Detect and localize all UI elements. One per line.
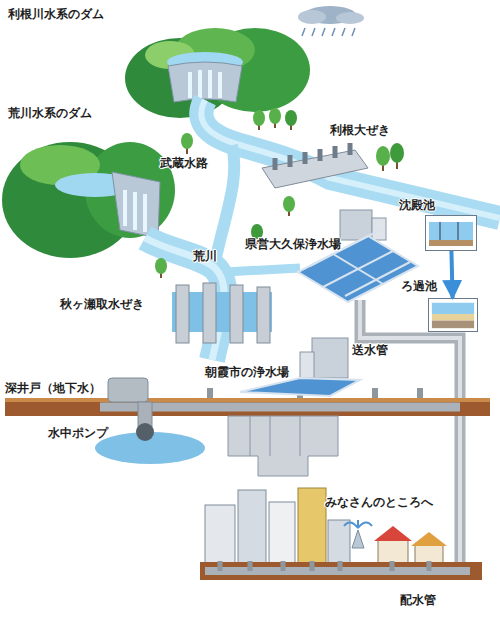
cloud	[298, 10, 326, 24]
cloud	[336, 12, 364, 24]
house-roof	[374, 526, 412, 541]
baffle	[440, 222, 458, 240]
inset-picture	[426, 216, 476, 250]
weir-pillar	[230, 285, 243, 343]
intake-channel	[225, 268, 300, 272]
house	[415, 545, 443, 563]
flow-arrow	[451, 251, 452, 298]
tree	[155, 258, 167, 274]
weir-pillar	[275, 143, 350, 170]
tank-divider	[250, 416, 300, 456]
sediment	[429, 240, 473, 246]
tone-weir	[262, 150, 368, 188]
house	[378, 540, 408, 563]
building	[298, 488, 326, 563]
tree	[253, 110, 265, 126]
ground	[5, 398, 490, 416]
fountain-water	[344, 520, 372, 528]
part-label: 送水管	[352, 342, 388, 359]
building	[328, 520, 350, 563]
river-highlight	[201, 100, 500, 218]
tree	[285, 110, 297, 126]
inset-heading: 沈殿池	[399, 197, 435, 214]
building	[238, 490, 266, 563]
house-roof	[411, 532, 447, 546]
pipe-highlight	[210, 300, 460, 570]
part-label: 県営大久保浄水場	[245, 236, 341, 253]
part-label: みなさんのところへ	[325, 494, 433, 511]
building	[269, 502, 295, 563]
tree	[376, 146, 390, 166]
weir-pillar	[203, 283, 216, 343]
underground-tank	[228, 416, 338, 476]
pipe	[100, 403, 460, 412]
building	[205, 505, 235, 563]
tree	[181, 133, 193, 149]
filter-gravel	[432, 321, 474, 329]
part-label: 秋ヶ瀬取水ぜき	[60, 296, 144, 313]
arakawa-river	[145, 238, 224, 360]
tree	[390, 143, 404, 163]
tank-water	[429, 222, 473, 246]
musashi-channel	[215, 145, 234, 262]
weir-pillar	[257, 287, 270, 343]
rain	[302, 28, 355, 36]
plant-building	[312, 338, 348, 378]
service-pipe	[220, 561, 429, 571]
ground	[200, 562, 482, 580]
inset-picture	[429, 299, 477, 331]
part-label: 深井戸（地下水）	[5, 380, 101, 397]
plant-building	[372, 218, 386, 240]
well-head	[108, 378, 148, 402]
plant-building	[300, 352, 314, 378]
submersible-pump	[136, 423, 154, 441]
river-highlight	[145, 238, 224, 360]
dam	[168, 62, 242, 102]
part-label: 武蔵水路	[160, 155, 208, 172]
plant-basins	[240, 378, 360, 396]
part-label: 配水管	[400, 592, 436, 609]
spillway	[190, 70, 220, 98]
inset-heading: ろ過池	[401, 278, 437, 295]
part-label: 荒川水系のダム	[8, 105, 92, 122]
part-label: 利根川水系のダム	[8, 6, 104, 23]
pipe	[210, 300, 460, 570]
tree	[283, 196, 295, 212]
weir-pillar	[176, 285, 189, 343]
filter-sand	[432, 314, 474, 321]
fountain	[352, 530, 364, 548]
part-label: 荒川	[193, 248, 217, 265]
inset-box: ろ過池	[428, 298, 478, 332]
part-label: 利根大ぜき	[330, 122, 390, 139]
part-label: 朝霞市の浄水場	[205, 364, 289, 381]
ground-top	[5, 398, 490, 402]
inset-box: 沈殿池	[425, 215, 477, 251]
tone-river	[201, 100, 500, 218]
part-label: 水中ポンプ	[48, 425, 108, 442]
tree	[269, 108, 281, 124]
spillway	[125, 190, 145, 232]
tank-water	[432, 303, 474, 314]
